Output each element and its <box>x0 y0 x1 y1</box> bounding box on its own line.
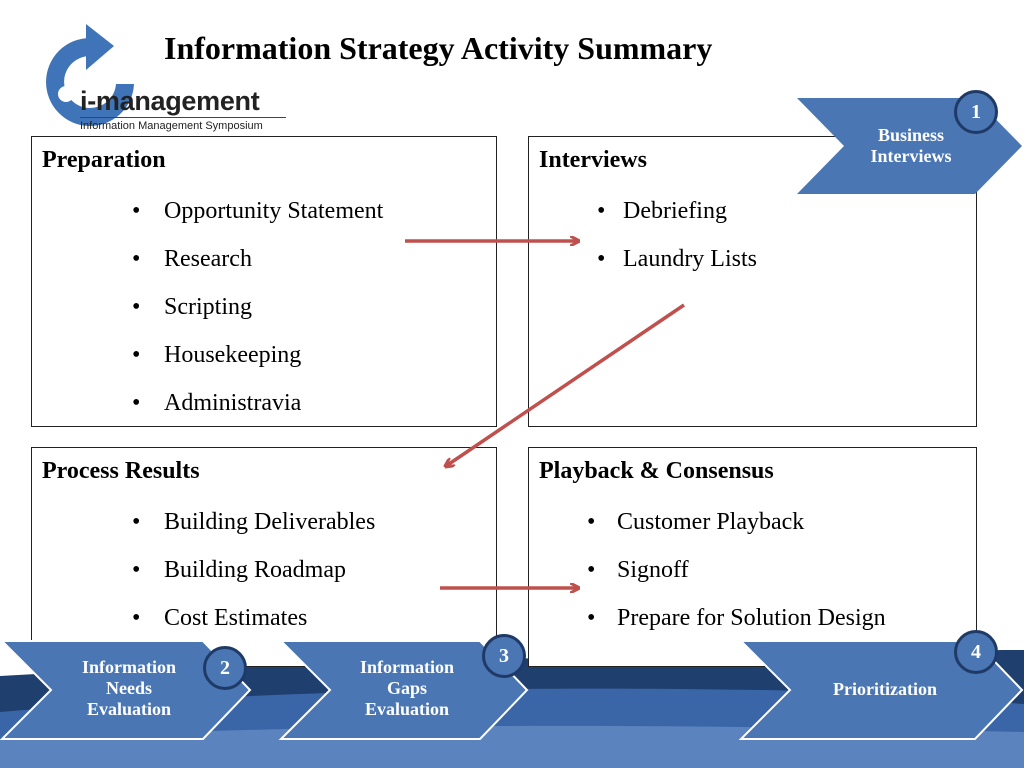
logo-wordmark: i-management <box>80 86 260 116</box>
list-item: Research <box>132 235 383 283</box>
preparation-list: Opportunity Statement Research Scripting… <box>132 187 383 427</box>
circular-arrow-icon <box>46 24 134 126</box>
process-results-panel: Process Results Building Deliverables Bu… <box>31 447 497 667</box>
list-item: Opportunity Statement <box>132 187 383 235</box>
i-management-logo: i-management Information Management Symp… <box>30 24 292 136</box>
step-2-badge: 2 <box>203 646 247 690</box>
preparation-heading: Preparation <box>42 147 166 173</box>
list-item: Signoff <box>587 546 886 594</box>
list-item: Administravia <box>132 379 383 427</box>
step-3-label: Information Gaps Evaluation <box>360 657 454 719</box>
list-item: Customer Playback <box>587 498 886 546</box>
step-2-label: Information Needs Evaluation <box>82 657 176 719</box>
preparation-panel: Preparation Opportunity Statement Resear… <box>31 136 497 427</box>
playback-consensus-panel: Playback & Consensus Customer Playback S… <box>528 447 977 667</box>
interviews-heading: Interviews <box>539 147 647 173</box>
list-item: Debriefing <box>597 187 757 235</box>
list-item: Building Deliverables <box>132 498 375 546</box>
process-results-list: Building Deliverables Building Roadmap C… <box>132 498 375 642</box>
interviews-list: Debriefing Laundry Lists <box>597 187 757 283</box>
list-item: Prepare for Solution Design <box>587 594 886 642</box>
list-item: Building Roadmap <box>132 546 375 594</box>
logo-subtitle: Information Management Symposium <box>80 120 263 132</box>
list-item: Laundry Lists <box>597 235 757 283</box>
slide-title: Information Strategy Activity Summary <box>164 30 713 66</box>
list-item: Scripting <box>132 283 383 331</box>
step-1-label: Business Interviews <box>870 125 952 166</box>
playback-consensus-list: Customer Playback Signoff Prepare for So… <box>587 498 886 642</box>
step-4-badge: 4 <box>954 630 998 674</box>
step-4-label: Prioritization <box>833 679 937 699</box>
playback-consensus-heading: Playback & Consensus <box>539 458 774 484</box>
step-3-chevron <box>278 640 529 740</box>
flow-arrow-interviews-to-process <box>446 303 685 466</box>
process-results-heading: Process Results <box>42 458 200 484</box>
step-1-badge: 1 <box>954 90 998 134</box>
step-3-badge: 3 <box>482 634 526 678</box>
list-item: Cost Estimates <box>132 594 375 642</box>
step-2-chevron <box>0 640 252 740</box>
list-item: Housekeeping <box>132 331 383 379</box>
logo-divider <box>80 117 286 118</box>
